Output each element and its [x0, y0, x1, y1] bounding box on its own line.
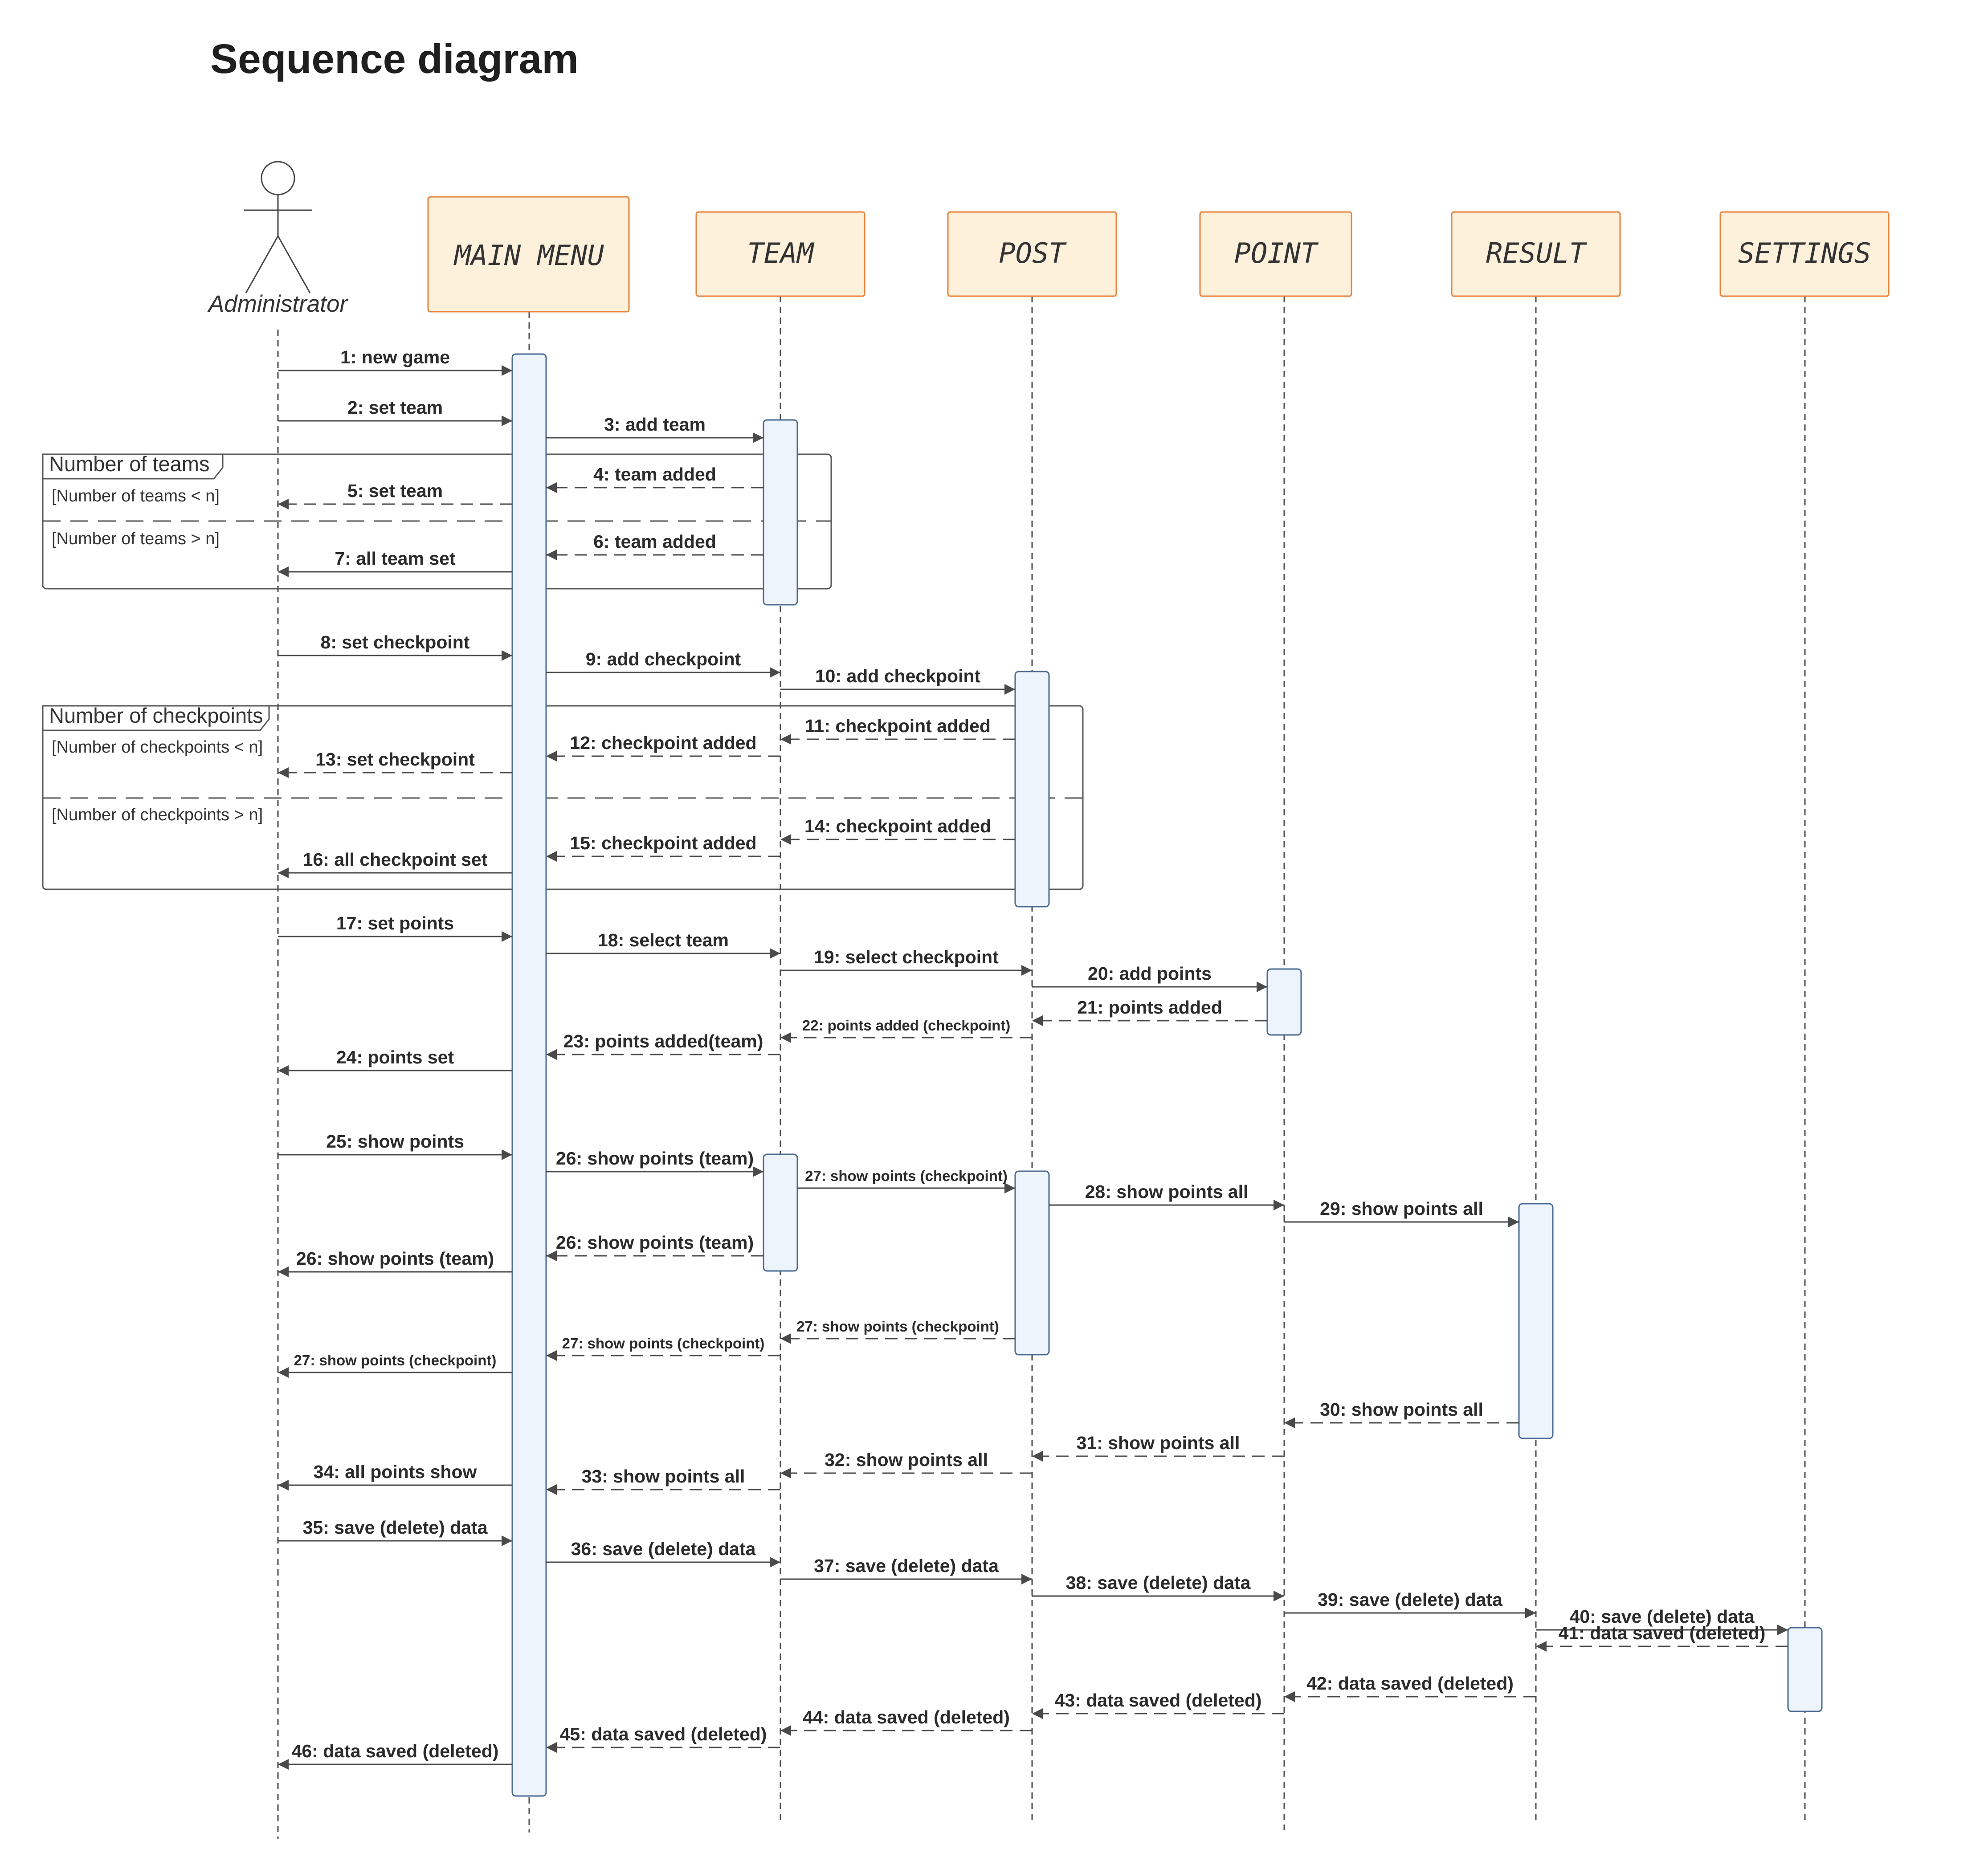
messages: 1: new game 2: set team 3: add team 4: team…: [278, 347, 1788, 1770]
fragment-guard: [Number of teams < n]: [52, 487, 220, 505]
message-label: 27: show points (checkpoint): [294, 1352, 497, 1368]
message-label: 18: select team: [598, 930, 729, 950]
message-label: 6: team added: [593, 531, 716, 552]
message-label: 22: points added (checkpoint): [802, 1017, 1011, 1034]
participant-point[interactable]: POINT: [1199, 211, 1352, 297]
participant-box: [695, 211, 865, 297]
message-label: 44: data saved (deleted): [803, 1707, 1010, 1727]
message-label: 17: set points: [336, 913, 454, 933]
message-label: 27: show points (checkpoint): [562, 1335, 765, 1352]
activation-post: [1014, 1170, 1050, 1356]
participant-box: [1719, 211, 1890, 297]
message-label: 31: show points all: [1077, 1433, 1240, 1453]
participant-label: SETTINGS: [1738, 237, 1871, 269]
message-label: 35: save (delete) data: [303, 1517, 488, 1538]
actor-administrator[interactable]: [244, 161, 312, 293]
message-label: 32: show points all: [825, 1450, 988, 1470]
message-label: 29: show points all: [1320, 1198, 1483, 1219]
activations: [511, 353, 1823, 1797]
fragment-number-of-checkpoints: Number of checkpoints [Number of checkpo…: [42, 704, 1084, 890]
message-label: 3: add team: [604, 414, 706, 435]
participant-main-menu[interactable]: MAIN MENU: [427, 196, 630, 313]
participant-box: [1451, 211, 1621, 297]
participant-label: POINT: [1234, 237, 1319, 269]
participant-team[interactable]: TEAM: [695, 211, 865, 297]
message-label: 19: select checkpoint: [814, 947, 999, 967]
message-label: 9: add checkpoint: [586, 649, 741, 669]
activation-post: [1014, 671, 1050, 908]
activation-settings: [1787, 1627, 1823, 1712]
message-label: 39: save (delete) data: [1318, 1589, 1503, 1610]
message-label: 14: checkpoint added: [804, 816, 991, 836]
message-label: 25: show points: [326, 1131, 464, 1152]
message-label: 5: set team: [347, 481, 443, 501]
participant-label: TEAM: [747, 237, 815, 269]
fragment-title: Number of checkpoints: [49, 704, 263, 727]
message-label: 28: show points all: [1085, 1181, 1249, 1202]
participant-settings[interactable]: SETTINGS: [1719, 211, 1890, 297]
activation-main-menu: [511, 353, 547, 1797]
message-label: 23: points added(team): [563, 1031, 763, 1051]
actor-label: Administrator: [207, 291, 349, 317]
message-label: 11: checkpoint added: [805, 716, 991, 736]
fragment-guard: [Number of teams > n]: [52, 529, 220, 548]
activation-team: [763, 419, 798, 606]
message-label: 27: show points (checkpoint): [796, 1318, 999, 1335]
participant-post[interactable]: POST: [947, 211, 1117, 297]
message-label: 1: new game: [340, 347, 450, 367]
fragment-number-of-teams: Number of teams [Number of teams < n] [N…: [42, 452, 832, 590]
fragment-tab: [42, 705, 270, 731]
participant-label: POST: [999, 237, 1067, 269]
message-label: 37: save (delete) data: [814, 1556, 999, 1576]
fragment-guard: [Number of checkpoints > n]: [52, 806, 263, 824]
participant-box: [427, 196, 630, 313]
message-label: 36: save (delete) data: [571, 1539, 756, 1559]
message-label: 40: save (delete) data: [1570, 1606, 1755, 1627]
message-label: 20: add points: [1088, 963, 1212, 984]
message-label: 34: all points show: [314, 1462, 477, 1482]
participants: MAIN MENU TEAM POST POINT RESULT SETTING…: [427, 196, 1890, 313]
fragment-guard: [Number of checkpoints < n]: [52, 738, 263, 757]
message-label: 27: show points (checkpoint): [805, 1168, 1008, 1184]
actor-left-leg: [245, 236, 279, 293]
message-label: 2: set team: [347, 397, 443, 418]
message-label: 26: show points (team): [556, 1232, 754, 1253]
message-label: 8: set checkpoint: [321, 632, 470, 652]
message-label: 33: show points all: [582, 1466, 745, 1486]
message-label: 26: show points (team): [556, 1148, 754, 1169]
message-label: 30: show points all: [1320, 1399, 1483, 1420]
message-label: 43: data saved (deleted): [1055, 1690, 1262, 1710]
message-label: 38: save (delete) data: [1066, 1572, 1251, 1593]
actor-right-leg: [277, 236, 311, 293]
participant-box: [947, 211, 1117, 297]
message-label: 26: show points (team): [296, 1248, 494, 1269]
fragment-title: Number of teams: [49, 452, 209, 476]
message-label: 21: points added: [1077, 997, 1222, 1018]
participant-result[interactable]: RESULT: [1451, 211, 1621, 297]
activation-team: [763, 1153, 798, 1272]
message-label: 41: data saved (deleted): [1559, 1623, 1766, 1643]
message-label: 13: set checkpoint: [315, 749, 475, 770]
activation-point: [1266, 968, 1302, 1036]
fragment-tab: [42, 453, 224, 480]
message-label: 4: team added: [593, 464, 716, 485]
message-label: 10: add checkpoint: [815, 666, 981, 686]
message-label: 45: data saved (deleted): [560, 1724, 767, 1744]
message-label: 42: data saved (deleted): [1306, 1673, 1514, 1694]
message-label: 12: checkpoint added: [570, 733, 756, 753]
message-label: 24: points set: [336, 1047, 454, 1067]
message-label: 16: all checkpoint set: [303, 849, 488, 870]
diagram-title: Sequence diagram: [210, 36, 579, 82]
message-label: 7: all team set: [335, 548, 456, 569]
message-label: 46: data saved (deleted): [292, 1741, 499, 1761]
message-label: 15: checkpoint added: [570, 833, 756, 853]
participant-label: RESULT: [1486, 237, 1588, 269]
activation-result: [1518, 1203, 1554, 1439]
actor-head: [261, 161, 295, 195]
participant-label: MAIN MENU: [453, 239, 604, 272]
participant-box: [1199, 211, 1352, 297]
